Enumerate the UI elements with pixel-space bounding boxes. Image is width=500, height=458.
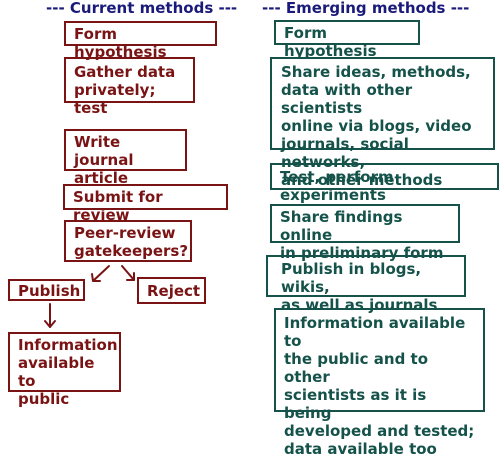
emerging-share-ideas-box: Share ideas, methods, data with other sc…	[270, 57, 495, 189]
emerging-share-findings-box: Share findings online in preliminary for…	[270, 204, 460, 262]
emerging-methods-header: --- Emerging methods ---	[262, 0, 470, 17]
emerging-form-hypothesis-box: Form hypothesis	[274, 20, 420, 60]
arrow-peer-to-publish	[91, 265, 110, 282]
current-peer-review-box: Peer-review gatekeepers?	[64, 220, 192, 262]
flow-arrows	[44, 265, 135, 328]
current-write-article-box: Write journal article	[64, 129, 187, 187]
current-information-box: Information available to public	[8, 332, 121, 408]
arrow-publish-to-info	[44, 303, 56, 328]
current-reject-box: Reject	[137, 277, 206, 304]
current-form-hypothesis-box: Form hypothesis	[64, 21, 217, 61]
arrow-peer-to-reject	[121, 265, 135, 281]
current-publish-box: Publish	[8, 279, 85, 301]
current-submit-review-box: Submit for review	[63, 184, 228, 224]
current-methods-header: --- Current methods ---	[46, 0, 238, 17]
emerging-test-box: Test, perform experiments	[270, 163, 499, 204]
current-gather-data-box: Gather data privately; test	[64, 57, 195, 117]
